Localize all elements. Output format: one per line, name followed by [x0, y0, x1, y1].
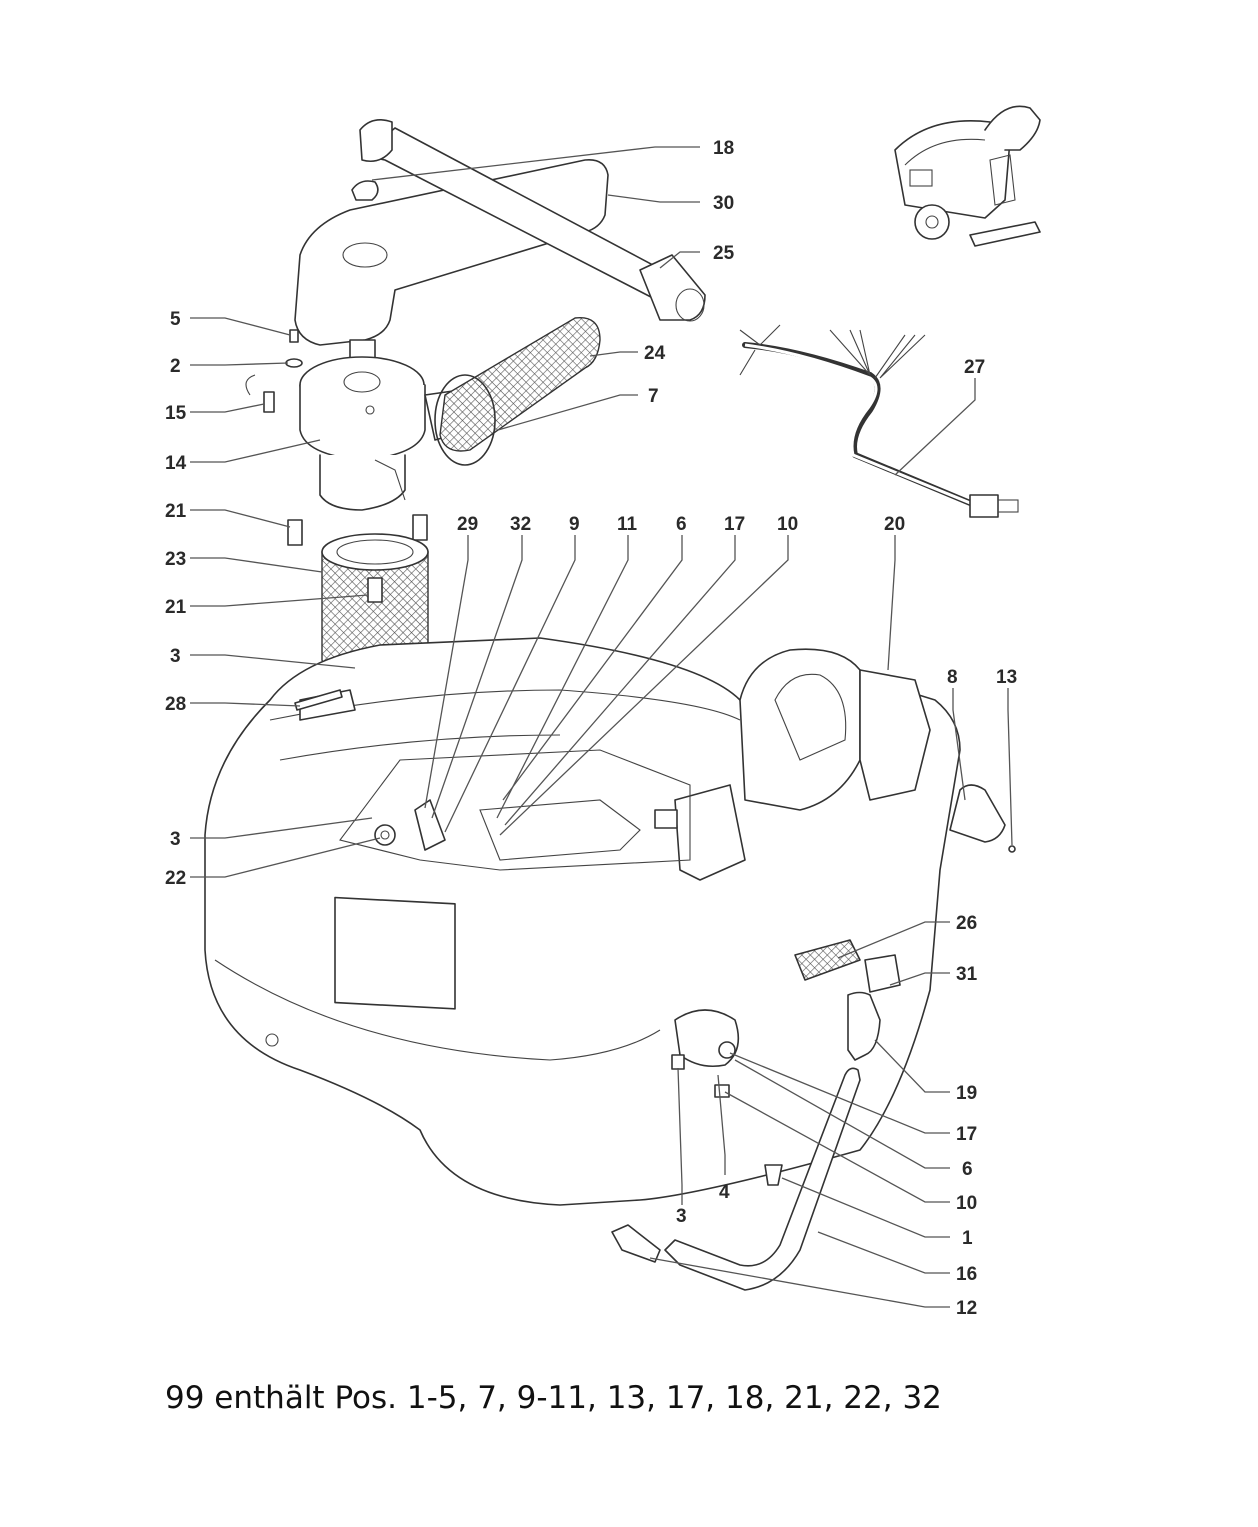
recovery-tank — [204, 637, 1016, 1291]
callout-6-bottom: 6 — [962, 1159, 973, 1180]
callout-5: 5 — [170, 309, 181, 330]
callout-1: 1 — [962, 1228, 973, 1249]
filter-hose — [439, 316, 601, 452]
callout-3-mid: 3 — [170, 829, 181, 850]
callout-22: 22 — [165, 868, 186, 889]
callout-4: 4 — [719, 1182, 730, 1203]
callout-3-bottom: 3 — [676, 1206, 687, 1227]
suction-cover-assembly — [294, 119, 706, 373]
callout-31: 31 — [956, 964, 978, 985]
callout-25: 25 — [713, 243, 735, 264]
leader-lines — [190, 146, 1013, 1308]
callout-30: 30 — [713, 193, 734, 214]
callout-24: 24 — [644, 343, 666, 364]
callout-14: 14 — [165, 453, 187, 474]
callout-32: 32 — [510, 514, 531, 535]
callout-6-top: 6 — [676, 514, 687, 535]
callout-13: 13 — [996, 667, 1017, 688]
callout-21-mid: 21 — [165, 597, 187, 618]
callout-9: 9 — [569, 514, 580, 535]
callout-3-top: 3 — [170, 646, 181, 667]
callout-26: 26 — [956, 913, 977, 934]
wire-harness — [739, 324, 1019, 518]
machine-thumbnail — [894, 105, 1041, 247]
callout-2: 2 — [170, 356, 181, 377]
callout-10-top: 10 — [777, 514, 798, 535]
callout-17-bottom: 17 — [956, 1124, 977, 1145]
callout-8: 8 — [947, 667, 958, 688]
callout-28: 28 — [165, 694, 186, 715]
callout-12: 12 — [956, 1298, 977, 1319]
callout-23: 23 — [165, 549, 186, 570]
callout-7: 7 — [648, 386, 659, 407]
callout-18: 18 — [713, 138, 734, 159]
callout-11: 11 — [617, 514, 638, 535]
callout-16: 16 — [956, 1264, 977, 1285]
hose-ring-7 — [434, 374, 496, 466]
callout-27: 27 — [964, 357, 985, 378]
callout-labels: 18 30 25 5 2 24 15 7 14 27 21 23 21 3 28… — [165, 138, 1017, 1319]
callout-20: 20 — [884, 514, 905, 535]
small-fasteners — [245, 329, 303, 413]
callout-10-bottom: 10 — [956, 1193, 977, 1214]
callout-29: 29 — [457, 514, 478, 535]
callout-19: 19 — [956, 1083, 977, 1104]
callout-21-top: 21 — [165, 501, 187, 522]
kit-contents-note: 99 enthält Pos. 1-5, 7, 9-11, 13, 17, 18… — [165, 1380, 942, 1416]
callout-15: 15 — [165, 403, 187, 424]
callout-17-top: 17 — [724, 514, 745, 535]
